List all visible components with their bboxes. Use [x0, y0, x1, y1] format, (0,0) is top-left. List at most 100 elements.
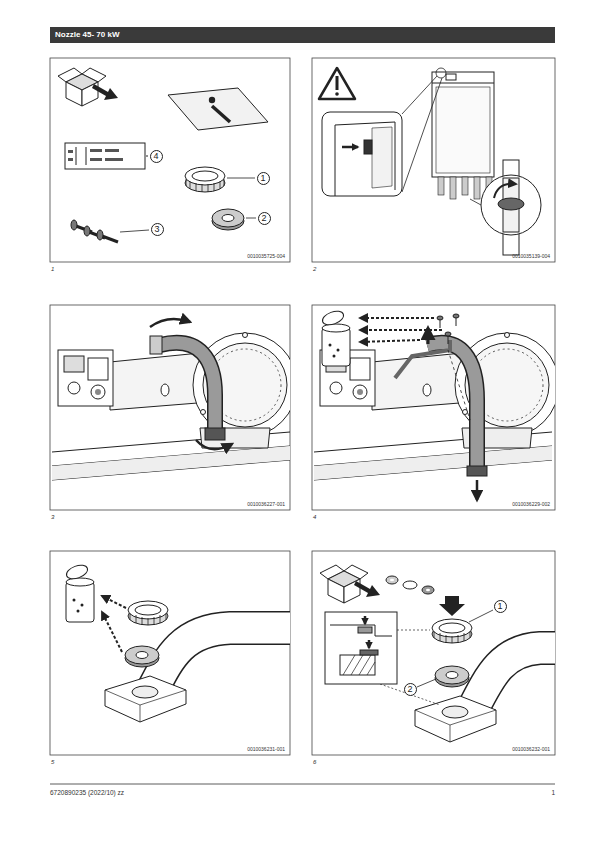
scope-of-delivery: [146, 156, 148, 157]
figure-code: 0010036231-001: [247, 746, 285, 752]
remove-seal-and-nozzle: [65, 563, 90, 582]
scope-of-delivery: [192, 171, 218, 181]
remove-seal-and-nozzle: [132, 686, 158, 698]
fit-new-nozzle-and-seal: [343, 655, 375, 675]
remove-gas-hose: [52, 319, 290, 480]
remove-nozzle-bracket: [314, 309, 555, 500]
figure-code: 0010035725-004: [247, 253, 285, 259]
footer-text: 1: [551, 789, 555, 797]
fit-new-nozzle-and-seal: [439, 623, 465, 633]
switch-off-boiler: [481, 175, 541, 235]
remove-gas-hose: [150, 319, 190, 327]
remove-seal-and-nozzle: [73, 599, 76, 602]
footer-text: 6720890235 (2022/10) zz: [50, 789, 124, 797]
header-and-frames: [50, 58, 290, 262]
fit-new-nozzle-and-seal: [439, 596, 465, 616]
remove-seal-and-nozzle: [136, 652, 148, 659]
switch-off-boiler: [498, 198, 524, 210]
remove-nozzle-bracket: [329, 344, 332, 347]
callout-number: 2: [404, 683, 417, 696]
fit-new-nozzle-and-seal: [417, 679, 436, 687]
scope-of-delivery: [168, 88, 268, 130]
callout-number: 1: [494, 600, 507, 613]
remove-gas-hose: [160, 343, 215, 430]
scope-of-delivery: [185, 167, 225, 185]
remove-seal-and-nozzle: [77, 610, 80, 613]
fit-new-nozzle-and-seal: [397, 630, 430, 631]
remove-nozzle-bracket: [456, 318, 457, 326]
callout-number: 3: [151, 223, 164, 236]
switch-off-boiler: [474, 177, 480, 199]
scope-of-delivery: [105, 149, 119, 152]
remove-nozzle-bracket: [437, 316, 443, 320]
remove-nozzle-bracket: [322, 324, 350, 332]
scope-of-delivery: [90, 158, 102, 161]
figure-number: 1: [51, 266, 54, 273]
remove-nozzle-bracket: [448, 336, 449, 344]
remove-gas-hose: [205, 428, 225, 440]
scope-of-delivery: [90, 149, 102, 152]
remove-nozzle-bracket: [360, 317, 434, 319]
remove-gas-hose: [160, 343, 215, 430]
remove-seal-and-nozzle: [125, 646, 159, 664]
remove-seal-and-nozzle: [105, 676, 186, 722]
switch-off-boiler: [470, 199, 481, 205]
page-title: Nozzle 45- 70 kW: [50, 27, 555, 43]
scope-of-delivery: [58, 68, 118, 106]
fit-new-nozzle-and-seal: [386, 576, 398, 584]
switch-off-boiler: [322, 112, 402, 196]
switch-off-boiler: [336, 76, 339, 90]
remove-seal-and-nozzle: [81, 604, 84, 607]
remove-nozzle-bracket: [333, 355, 336, 358]
fit-new-nozzle-and-seal: [446, 672, 458, 679]
figure-code: 0010035139-004: [512, 253, 550, 259]
remove-nozzle-bracket: [440, 320, 441, 328]
callout-number: 4: [150, 150, 163, 163]
switch-off-boiler: [446, 74, 456, 80]
fit-new-nozzle-and-seal: [340, 655, 375, 675]
remove-gas-hose: [150, 336, 162, 354]
fit-new-nozzle-and-seal: [390, 579, 394, 581]
remove-seal-and-nozzle: [65, 563, 290, 722]
fit-new-nozzle-and-seal: [434, 631, 470, 643]
switch-off-boiler: [335, 122, 395, 196]
scope-of-delivery: [186, 179, 224, 192]
fit-new-nozzle-and-seal: [469, 610, 493, 622]
remove-seal-and-nozzle: [102, 596, 126, 608]
fit-new-nozzle-and-seal: [415, 696, 496, 742]
switch-off-boiler: [335, 92, 339, 96]
fit-new-nozzle-and-seal: [320, 565, 555, 742]
remove-seal-and-nozzle: [66, 578, 94, 586]
switch-off-boiler: [319, 68, 541, 255]
figure-number: 5: [51, 759, 54, 766]
remove-nozzle-bracket: [427, 343, 477, 468]
switch-off-boiler: [438, 177, 444, 195]
remove-nozzle-bracket: [337, 349, 340, 352]
remove-nozzle-bracket: [360, 329, 442, 331]
remove-nozzle-bracket: [322, 328, 350, 366]
remove-nozzle-bracket: [321, 309, 346, 328]
switch-off-boiler: [436, 68, 446, 78]
scope-of-delivery: [58, 68, 268, 242]
scope-of-delivery: [227, 178, 255, 179]
callout-number: 1: [257, 172, 270, 185]
scope-of-delivery: [86, 147, 87, 165]
scope-of-delivery: [76, 147, 77, 165]
scope-of-delivery: [120, 230, 149, 232]
remove-nozzle-bracket: [453, 314, 459, 318]
scope-of-delivery: [68, 158, 73, 161]
remove-nozzle-bracket: [427, 343, 477, 468]
fit-new-nozzle-and-seal: [403, 581, 417, 589]
remove-seal-and-nozzle: [66, 582, 94, 622]
scope-of-delivery: [97, 230, 103, 240]
scope-of-delivery: [84, 226, 90, 236]
figure-number: 3: [51, 514, 54, 521]
remove-seal-and-nozzle: [130, 613, 166, 625]
scope-of-delivery: [212, 209, 244, 227]
scope-of-delivery: [246, 218, 256, 219]
switch-off-boiler: [319, 68, 355, 99]
fit-new-nozzle-and-seal: [368, 640, 371, 648]
remove-gas-hose: [52, 333, 290, 481]
scope-of-delivery: [222, 215, 234, 222]
